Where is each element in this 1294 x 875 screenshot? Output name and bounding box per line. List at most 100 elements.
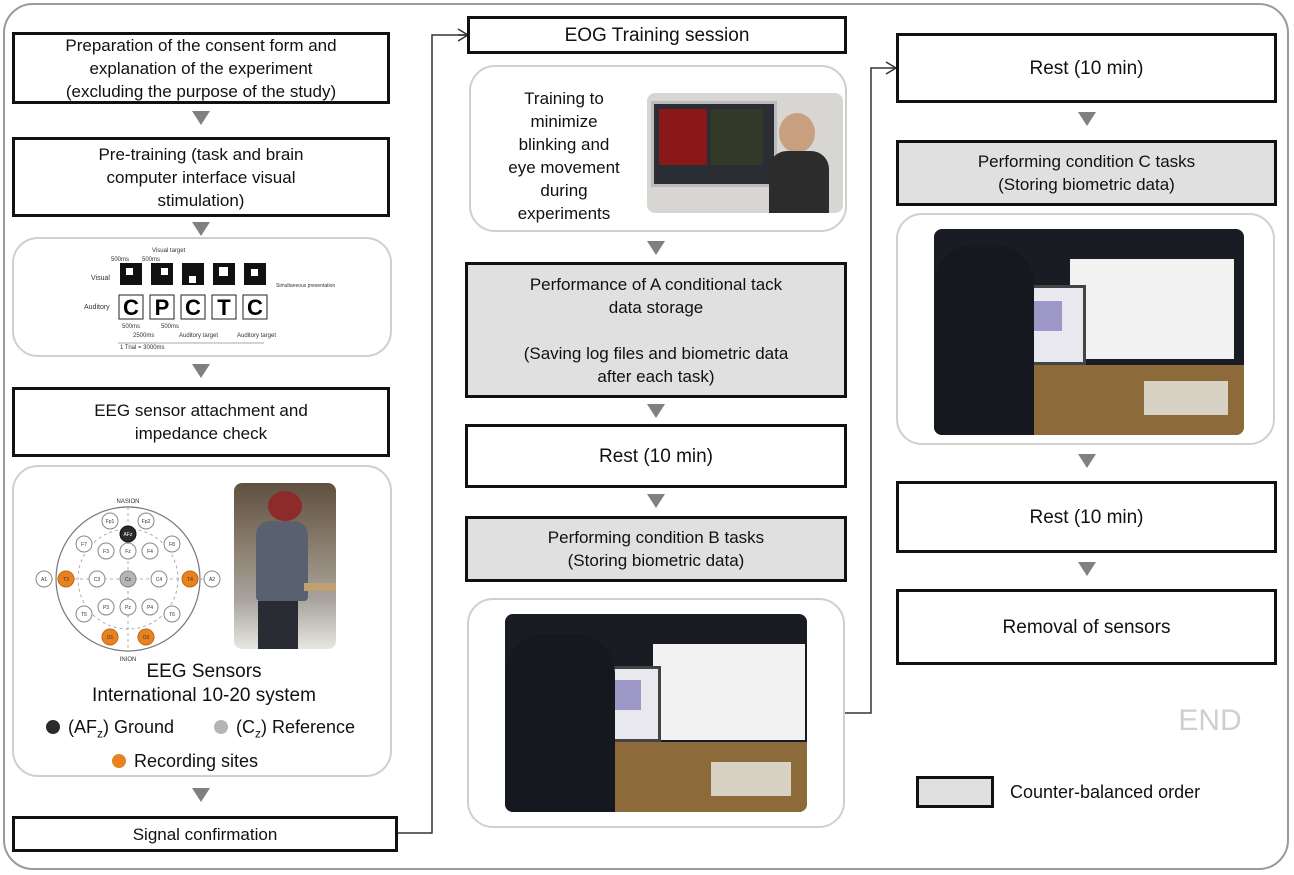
electrode-label: F8 [169,542,175,548]
letter-box [211,294,237,320]
reference-legend: (Cz) Reference [214,717,355,741]
electrode-label: F3 [103,549,109,555]
electrode-c4 [150,570,168,588]
removal-step: Removal of sensors [896,589,1277,665]
rest-step-2: Rest (10 min) [896,33,1277,103]
outer-frame [3,3,1289,870]
electrode-o2 [137,628,155,646]
ground-legend: (AFz) Ground [46,717,174,741]
electrode-a1 [35,570,53,588]
legend-label: Counter-balanced order [1010,782,1201,802]
electrode-label: O1 [107,635,114,641]
condition-c-photo [934,229,1244,435]
eog-step: EOG Training session [467,16,847,54]
electrode-o1 [101,628,119,646]
electrode-label: T6 [169,612,175,618]
electrode-label: Pz [125,605,131,611]
electrode-fp2 [137,512,155,530]
time-label: 500ms [142,257,160,263]
auditory-target-label: Auditory target [237,333,276,339]
auditory-row-label: Auditory [84,304,110,311]
electrode-f4 [141,542,159,560]
letter-label: C [247,295,263,320]
legend-swatch [916,776,994,808]
electrode-afz [119,525,137,543]
inion-label: INION [120,657,137,663]
electrode-t4 [181,570,199,588]
electrode-label: Fp1 [106,519,115,525]
electrode-f3 [97,542,115,560]
arrow-down-icon [192,222,210,236]
electrode-p3 [97,598,115,616]
nasion-label: NASION [116,499,139,505]
electrode-label: T5 [81,612,87,618]
eog-panel: Training to minimize blinking and eye mo… [469,65,847,232]
electrode-f8 [163,535,181,553]
ground-dot-icon [46,720,60,734]
electrode-label: Cz [125,577,132,583]
visual-row-label: Visual [91,275,110,282]
letter-box [149,294,175,320]
paradigm-diagram: Visual target 500ms 500ms Visual Simulta… [84,248,335,351]
arrow-down-icon [647,241,665,255]
visual-stimuli [120,263,266,285]
electrode-pz [119,598,137,616]
signal-step: Signal confirmation [12,816,398,852]
time-label: 500ms [111,257,129,263]
electrode-label: O2 [143,635,150,641]
electrode-label: Fp2 [142,519,151,525]
arrow-down-icon [647,494,665,508]
paradigm-panel: Visual target 500ms 500ms Visual Simulta… [12,237,392,357]
letter-label: C [185,295,201,320]
condition-b-photo [505,614,807,812]
electrode-label: T3 [63,577,69,583]
electrode-c3 [88,570,106,588]
time-label: 500ms [161,324,179,330]
arrow-down-icon [192,111,210,125]
electrode-label: C4 [156,577,163,583]
arrow-down-icon [647,404,665,418]
eeg-title: EEG Sensors [146,661,262,682]
electrode-label: P3 [103,605,109,611]
electrode-label: F4 [147,549,153,555]
letter-box [118,294,144,320]
arrow-down-icon [192,788,210,802]
arrow-down-icon [1078,562,1096,576]
time-label: 500ms [122,324,140,330]
condition-a-step: Performance of A conditional tack data s… [465,262,847,398]
electrode-label: A2 [209,577,215,583]
letter-box [242,294,268,320]
electrode-label: C3 [94,577,101,583]
eog-photo [647,93,843,213]
time-label: 2500ms [133,333,154,339]
letter-box [180,294,206,320]
trial-label: 1 Trial = 3000ms [120,345,165,351]
electrode-fz [119,542,137,560]
pretraining-step: Pre-training (task and brain computer in… [12,137,390,217]
electrode-label: AFz [124,532,133,538]
recording-legend: Recording sites [112,751,258,772]
electrode-a2 [203,570,221,588]
electrode-fp1 [101,512,119,530]
electrode-t3 [57,570,75,588]
reference-dot-icon [214,720,228,734]
electrode-label: F7 [81,542,87,548]
condition-c-step: Performing condition C tasks (Storing bi… [896,140,1277,206]
recording-dot-icon [112,754,126,768]
condition-b-photo-panel [467,598,845,828]
arrow-down-icon [1078,112,1096,126]
electrode-label: T4 [187,577,193,583]
arrow-down-icon [192,364,210,378]
arrow-down-icon [1078,454,1096,468]
electrode-cz [119,570,137,588]
simultaneous-label: Simultaneous presentation [276,283,335,289]
eeg-subtitle: International 10-20 system [92,685,316,706]
electrode-label: P4 [147,605,153,611]
eog-note: Training to minimize blinking and eye mo… [508,89,620,223]
letter-label: T [217,295,231,320]
